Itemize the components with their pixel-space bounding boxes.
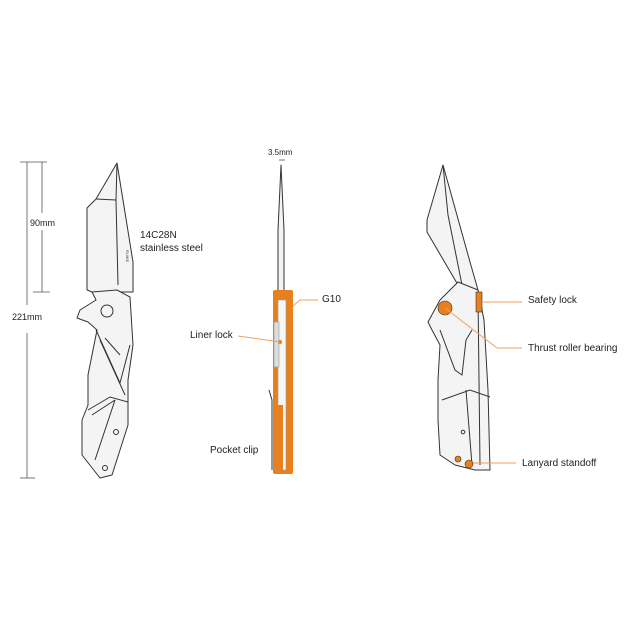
g10-label: G10 — [322, 294, 341, 305]
knife-spine-view — [268, 164, 293, 474]
blade-length-label: 90mm — [30, 218, 56, 228]
safety-lock-label: Safety lock — [528, 295, 577, 306]
steel-label-line2: stainless steel — [140, 243, 203, 254]
lanyard-mark — [464, 459, 474, 469]
svg-text:RUIKE: RUIKE — [125, 250, 130, 263]
dimension-lines — [20, 159, 285, 479]
knife-side-view: RUIKE — [76, 162, 134, 479]
thrust-bearing-label: Thrust roller bearing — [528, 343, 618, 354]
steel-label-line1: 14C28N — [140, 230, 177, 241]
callout-lines — [237, 299, 522, 464]
safety-lock-mark — [475, 291, 483, 313]
pocket-clip-label: Pocket clip — [210, 445, 259, 456]
thickness-label: 3.5mm — [268, 148, 293, 157]
lanyard-label: Lanyard standoff — [522, 458, 597, 469]
knife-angled-view — [426, 164, 491, 471]
overall-length-label: 221mm — [12, 312, 43, 322]
liner-lock-label: Liner lock — [190, 330, 233, 341]
